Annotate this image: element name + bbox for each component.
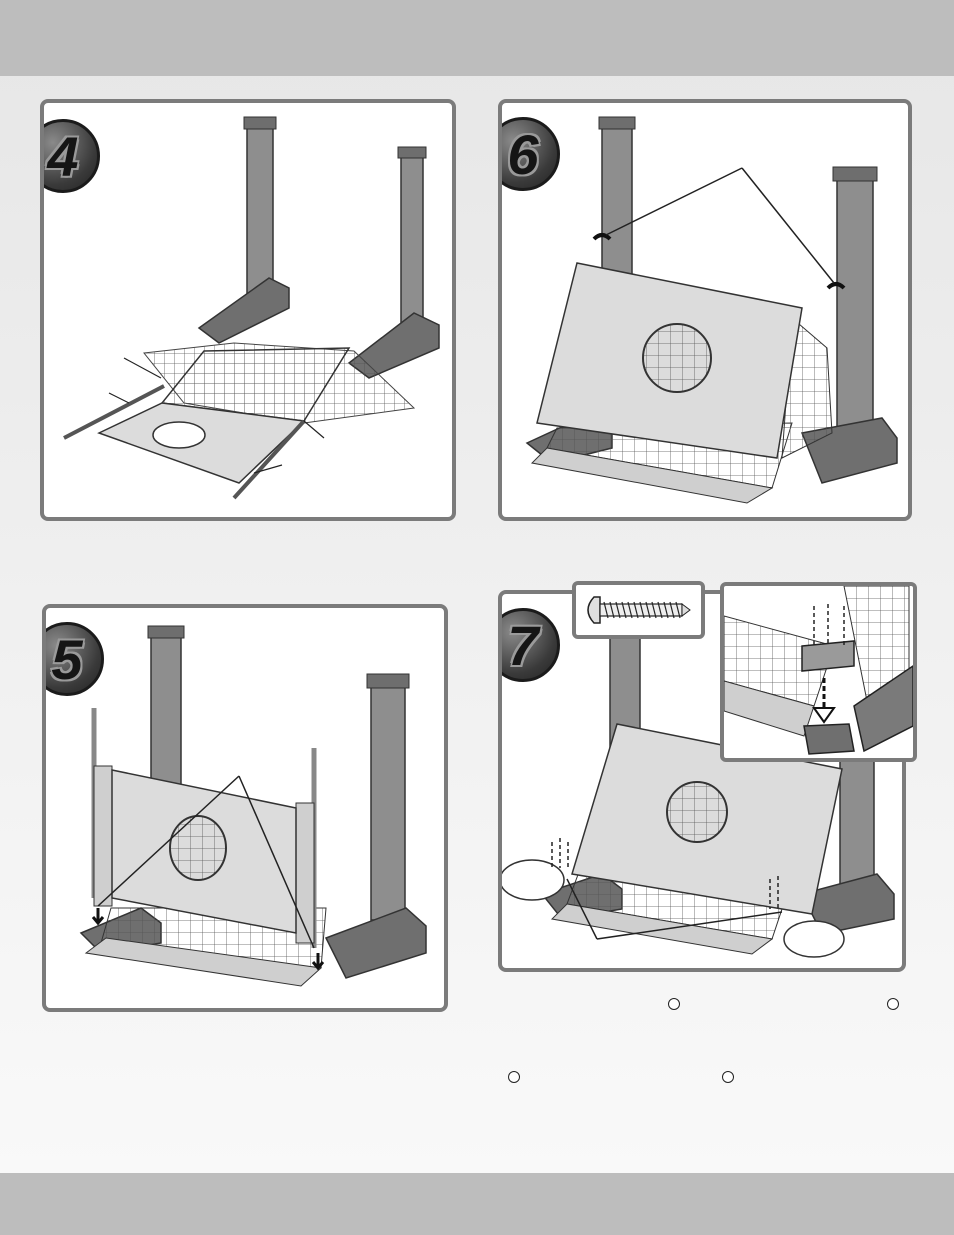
step-4-panel: 4 — [40, 99, 456, 521]
checkbox-circle-3 — [508, 1071, 520, 1083]
step-4-illustration — [44, 103, 452, 517]
screw-icon — [576, 585, 701, 635]
footer-band — [0, 1173, 954, 1235]
header-band — [0, 0, 954, 76]
checkbox-circle-2 — [887, 998, 899, 1010]
step-5-illustration — [46, 608, 444, 1008]
checkbox-circle-4 — [722, 1071, 734, 1083]
screw-inset — [572, 581, 705, 639]
step-5-panel: 5 — [42, 604, 448, 1012]
step-6-panel: 6 — [498, 99, 912, 521]
detail-illustration — [724, 586, 913, 758]
step-6-illustration — [502, 103, 908, 517]
detail-inset — [720, 582, 917, 762]
checkbox-circle-1 — [668, 998, 680, 1010]
